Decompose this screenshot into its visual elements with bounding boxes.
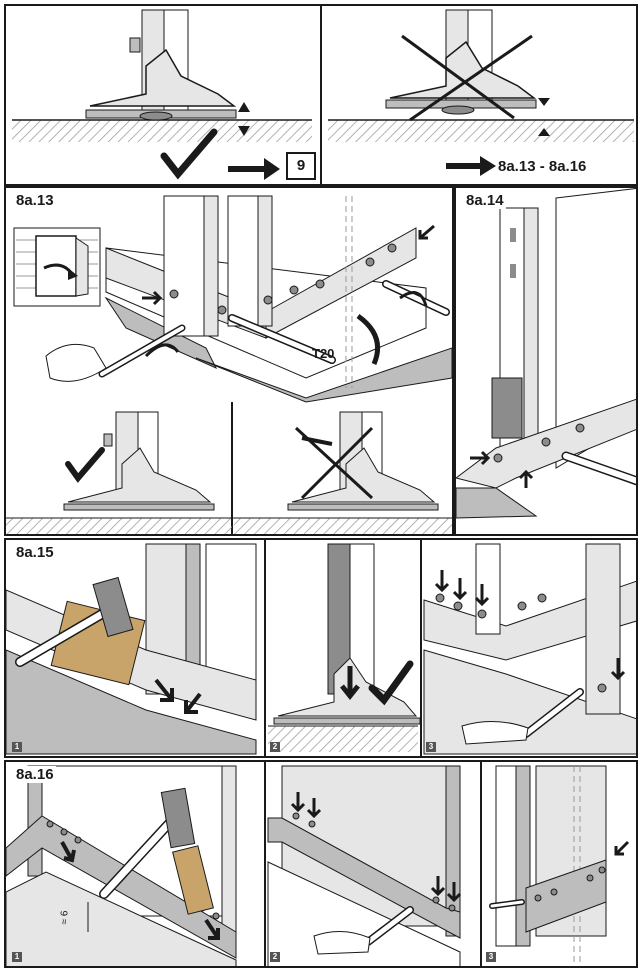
top-panel: 9 8a.13 - 8a.16 [4, 4, 638, 186]
sub-step-number: 3 [486, 952, 496, 962]
wrong-clip-diagram [287, 411, 439, 511]
sub-step-number: 1 [12, 952, 22, 962]
sub-step-number: 3 [426, 742, 436, 752]
divider-1 [264, 762, 266, 966]
torx-size-label: T20 [312, 346, 335, 361]
wrong-foot-diagram [328, 9, 634, 176]
divider-2 [480, 762, 482, 966]
step-8a16-panel: 8a.16 [4, 760, 638, 968]
divider-2 [420, 540, 422, 756]
step-label: 8a.14 [464, 192, 506, 209]
top-divider [320, 6, 322, 184]
correct-clip-diagram [63, 411, 215, 511]
step-8a13-panel: 8a.13 [4, 186, 454, 536]
sub-step-number: 2 [270, 742, 280, 752]
step-8a13-illustration [6, 195, 452, 534]
step-label: 8a.15 [14, 544, 56, 561]
divider-1 [264, 540, 266, 756]
gap-dimension-label: ≈ 6 [59, 910, 71, 925]
step-8a15-panel: 8a.15 1 2 3 [4, 538, 638, 758]
top-illustration [12, 9, 634, 180]
step-label: 8a.13 [14, 192, 56, 209]
step-8a14-panel: 8a.14 [454, 186, 638, 536]
step-8a16-illustration [6, 765, 630, 966]
step-8a15-illustration [6, 543, 636, 755]
sub-step-number: 1 [12, 742, 22, 752]
step-range-text: 8a.13 - 8a.16 [498, 158, 587, 175]
sub-step-number: 2 [270, 952, 280, 962]
step-label: 8a.16 [14, 766, 56, 783]
step-8a14-illustration [456, 188, 636, 519]
correct-foot-diagram [12, 9, 312, 180]
step-reference-box: 9 [286, 152, 316, 180]
